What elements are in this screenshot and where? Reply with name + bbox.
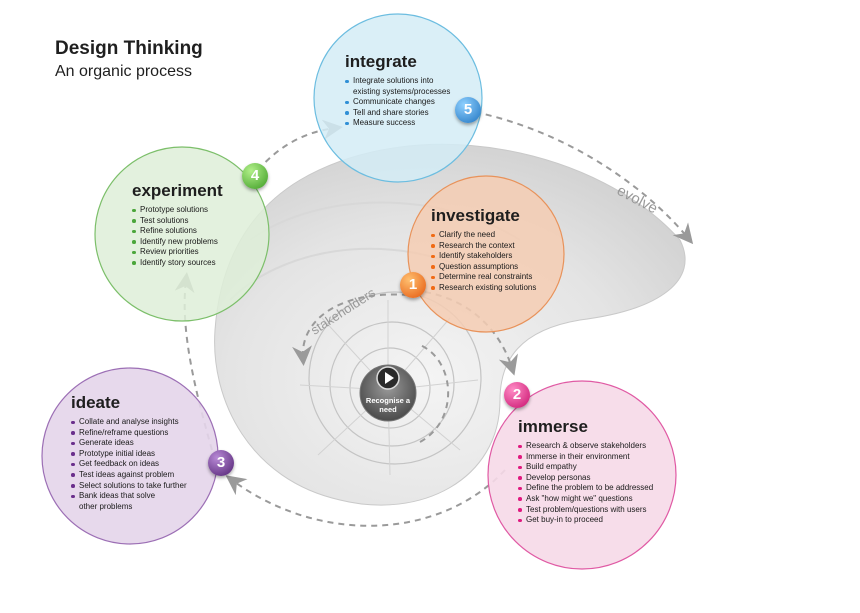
- arrow-inner-spiral: [292, 293, 409, 366]
- phase-list-investigate: Clarify the need Research the context Id…: [431, 230, 536, 294]
- list-item: Research the context: [431, 241, 536, 252]
- list-item: Prototype solutions: [132, 205, 223, 216]
- arrow-immerse-to-ideate: [225, 469, 506, 527]
- list-item: Generate ideas: [71, 438, 187, 449]
- center-label: Recognise a need: [365, 396, 411, 414]
- phase-list-immerse: Research & observe stakeholders Immerse …: [518, 441, 653, 526]
- step-badge-2: 2: [504, 382, 530, 408]
- list-item: Clarify the need: [431, 230, 536, 241]
- page-subtitle: An organic process: [55, 63, 192, 80]
- investigate-circle: [407, 175, 565, 333]
- list-item: Research & observe stakeholders: [518, 441, 653, 452]
- list-item: Build empathy: [518, 462, 653, 473]
- phase-list-ideate: Collate and analyse insights Refine/refr…: [71, 417, 187, 512]
- page-title: Design Thinking: [55, 38, 203, 59]
- phase-investigate: investigate Clarify the need Research th…: [431, 206, 536, 294]
- phase-integrate: integrate Integrate solutions into exist…: [345, 52, 450, 129]
- list-item: Test solutions: [132, 216, 223, 227]
- integrate-circle: [313, 13, 483, 183]
- list-item: Review priorities: [132, 247, 223, 258]
- play-triangle-icon: [385, 372, 394, 384]
- list-item: Ask "how might we" questions: [518, 494, 653, 505]
- step-badge-1: 1: [400, 272, 426, 298]
- list-item: Develop personas: [518, 473, 653, 484]
- list-item: Identify stakeholders: [431, 251, 536, 262]
- recognise-need-center: [359, 364, 417, 422]
- list-item: existing systems/processes: [353, 86, 451, 96]
- phase-immerse: immerse Research & observe stakeholders …: [518, 417, 653, 526]
- arrow-inner-loop: [419, 344, 450, 443]
- arrow-evolve: [474, 111, 694, 245]
- list-item: Test ideas against problem: [71, 470, 187, 481]
- list-item: Tell and share stories: [345, 108, 450, 119]
- experiment-circle: [94, 146, 270, 322]
- phase-title-integrate: integrate: [345, 52, 417, 71]
- list-item: Refine/reframe questions: [71, 428, 187, 439]
- phase-experiment: experiment Prototype solutions Test solu…: [132, 181, 223, 269]
- step-badge-4: 4: [242, 163, 268, 189]
- list-item: Identify story sources: [132, 258, 223, 269]
- list-item: Immerse in their environment: [518, 452, 653, 463]
- phase-ideate: ideate Collate and analyse insights Refi…: [71, 393, 187, 512]
- list-item: Identify new problems: [132, 237, 223, 248]
- list-item: Refine solutions: [132, 226, 223, 237]
- list-item: Test problem/questions with users: [518, 505, 653, 516]
- list-item: Define the problem to be addressed: [518, 483, 653, 494]
- phase-title-experiment: experiment: [132, 181, 223, 200]
- phase-list-integrate: Integrate solutions into existing system…: [345, 76, 450, 129]
- list-item: Integrate solutions into: [345, 76, 450, 87]
- list-item: Prototype initial ideas: [71, 449, 187, 460]
- phase-title-investigate: investigate: [431, 206, 520, 225]
- list-item: Measure success: [345, 118, 450, 129]
- list-item: Bank ideas that solve: [71, 491, 187, 502]
- list-item: Get feedback on ideas: [71, 459, 187, 470]
- step-badge-5: 5: [455, 97, 481, 123]
- list-item: Select solutions to take further: [71, 481, 187, 492]
- phase-title-ideate: ideate: [71, 393, 121, 412]
- list-item: Get buy-in to proceed: [518, 515, 653, 526]
- list-item: Determine real constraints: [431, 272, 536, 283]
- list-item: other problems: [79, 501, 133, 511]
- list-item: Communicate changes: [345, 97, 450, 108]
- step-badge-3: 3: [208, 450, 234, 476]
- list-item: Question assumptions: [431, 262, 536, 273]
- list-item: Collate and analyse insights: [71, 417, 187, 428]
- immerse-circle: [487, 380, 677, 570]
- list-item: Research existing solutions: [431, 283, 536, 294]
- phase-list-experiment: Prototype solutions Test solutions Refin…: [132, 205, 223, 269]
- phase-title-immerse: immerse: [518, 417, 588, 436]
